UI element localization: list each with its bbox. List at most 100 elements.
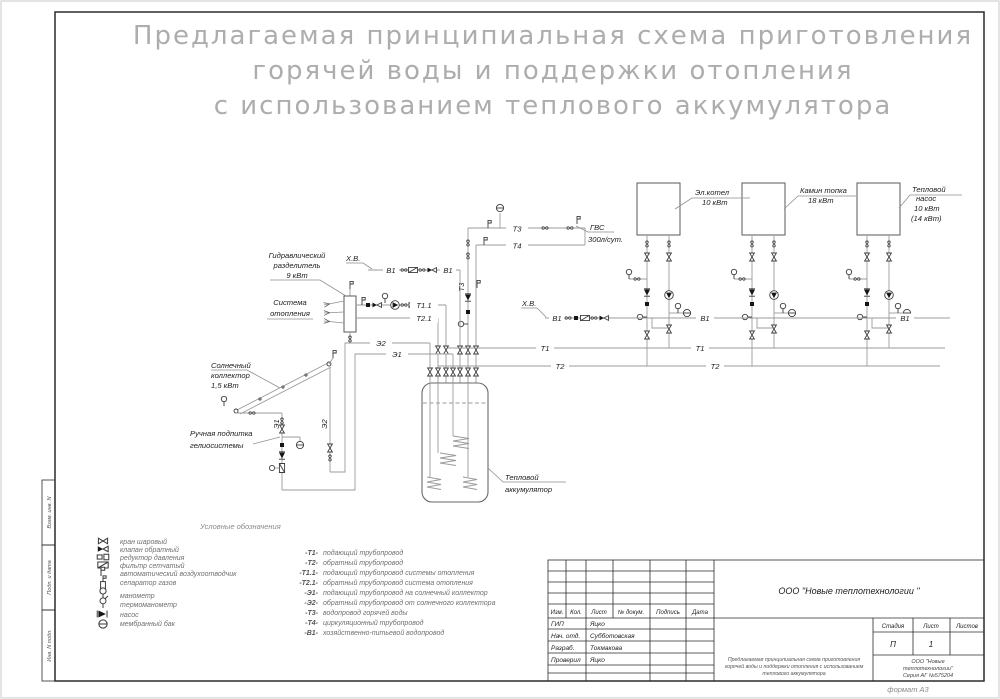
- svg-text:10 кВт: 10 кВт: [702, 198, 728, 207]
- separator-label: Гидравлический разделитель 9 кВт: [269, 251, 347, 297]
- tb-firm-line: ООО "Новые: [911, 659, 944, 665]
- svg-text:-Т1-: -Т1-: [305, 550, 319, 557]
- tb-firm-line: теплотехнологии": [903, 666, 954, 672]
- page-title-line-1: Предлагаемая принципиальная схема пригот…: [133, 21, 973, 51]
- tb-name: Яцко: [589, 657, 605, 664]
- svg-text:300л/сут.: 300л/сут.: [588, 235, 623, 244]
- svg-text:-Т2-: -Т2-: [305, 560, 319, 567]
- solar-loop-pipes: Э2 Э2 Э1 Э1: [236, 338, 456, 491]
- legend-title: Условные обозначения: [199, 522, 281, 531]
- legend-pipe-codes: -Т1-подающий трубопровод -Т2-обратный тр…: [299, 549, 495, 637]
- tb-col-dokum: № докум.: [618, 609, 644, 616]
- side-stamp-cell-1: Взам. инв. N: [47, 496, 53, 528]
- manual-feed-label: Ручная подпитка гелиосистемы: [190, 429, 281, 450]
- legend-item-label: манометр: [120, 593, 155, 600]
- pipe-label-e2: Э2: [376, 339, 386, 348]
- svg-text:Солнечный: Солнечный: [211, 361, 251, 370]
- tb-col-list: Лист: [590, 610, 606, 616]
- legend-item-label: редуктор давления: [119, 554, 185, 562]
- tb-role: ГИП: [551, 621, 564, 628]
- pipe-label-b1: В1: [900, 314, 909, 323]
- pipe-label-t11: Т1.1: [416, 301, 431, 310]
- svg-text:1,5 кВт: 1,5 кВт: [211, 381, 239, 390]
- svg-text:10 кВт: 10 кВт: [914, 204, 940, 213]
- svg-text:-Т4-: -Т4-: [305, 620, 319, 627]
- page-title: Предлагаемая принципиальная схема пригот…: [133, 21, 973, 121]
- tb-col-podpis: Подпись: [656, 610, 680, 616]
- svg-text:-Т3-: -Т3-: [305, 610, 319, 617]
- pipe-label-b1: В1: [386, 266, 395, 275]
- svg-text:подающий трубопровод системы: подающий трубопровод системы отопления: [323, 569, 475, 577]
- svg-text:хозяйственно-питьевой водопров: хозяйственно-питьевой водопровод: [322, 629, 444, 637]
- pipe-label-e1: Э1: [392, 350, 402, 359]
- legend-item-label: клапан обратный: [120, 546, 179, 554]
- electric-boiler-label: Эл.котел 10 кВт: [674, 188, 750, 210]
- tb-desc-line: теплового аккумулятора: [762, 671, 825, 677]
- thermal-accumulator: [421, 382, 489, 503]
- pipe-label-b1: В1: [700, 314, 709, 323]
- svg-text:-Т2.1-: -Т2.1-: [299, 580, 318, 587]
- legend-item-label: термоманометр: [120, 602, 177, 609]
- heat-pump-piping: [846, 183, 910, 366]
- pipe-label-t1: Т1: [696, 344, 705, 353]
- heat-pump-label: Тепловой насос 10 кВт (14 кВт): [898, 185, 962, 223]
- pipe-label-t4: Т4: [513, 242, 522, 251]
- svg-text:ГВС: ГВС: [590, 223, 605, 232]
- svg-text:-Т1.1-: -Т1.1-: [299, 570, 318, 577]
- tb-role: Разраб.: [551, 644, 575, 652]
- thermomanometer-icon: [99, 595, 109, 609]
- heating-mains: Т1 Т1 Т2 Т2: [438, 343, 945, 371]
- pipe-label-t3-vertical: Т3: [457, 282, 466, 292]
- pipe-label-t3: Т3: [513, 225, 523, 234]
- tb-sheet-col: Лист: [922, 624, 938, 630]
- tb-role: Нач. отд.: [551, 632, 580, 640]
- page-title-line-3: с использованием теплового аккумулятора: [214, 91, 893, 121]
- page-title-line-2: горячей воды и поддержки отопления: [252, 56, 853, 86]
- pipe-label-t21: Т2.1: [416, 314, 431, 323]
- svg-text:циркуляционный трубопровод: циркуляционный трубопровод: [323, 619, 424, 627]
- svg-text:водопровод горячей воды: водопровод горячей воды: [323, 609, 408, 617]
- svg-text:коллектор: коллектор: [211, 371, 250, 380]
- legend-item-label: мембранный бак: [120, 620, 176, 628]
- pipe-label-e2-vertical: Э2: [320, 418, 329, 428]
- svg-text:Тепловой: Тепловой: [505, 473, 539, 482]
- pipe-label-t2: Т2: [556, 362, 566, 371]
- fireplace-label: Камин топка 18 кВт: [783, 186, 856, 210]
- svg-text:разделитель: разделитель: [273, 261, 321, 270]
- tb-sheets-col: Листов: [955, 624, 978, 630]
- manometer-icon: [99, 587, 107, 600]
- pipe-label-t2: Т2: [711, 362, 721, 371]
- tb-col-kol: Кол.: [570, 610, 582, 616]
- svg-text:аккумулятор: аккумулятор: [505, 485, 552, 494]
- svg-text:18 кВт: 18 кВт: [808, 196, 834, 205]
- solar-label: Солнечный коллектор 1,5 кВт: [211, 361, 281, 390]
- tb-stage-col: Стадия: [882, 624, 905, 630]
- air-vent-icon: [100, 566, 106, 577]
- svg-text:подающий трубопровод на солнеч: подающий трубопровод на солнечный коллек…: [323, 589, 488, 597]
- membrane-tank-icon: [98, 619, 108, 629]
- hydraulic-separator: Т1.1 Т2.1: [343, 280, 449, 383]
- ball-valve-icon: [97, 537, 109, 545]
- svg-text:Тепловой: Тепловой: [912, 185, 946, 194]
- fireplace-piping: [731, 183, 795, 366]
- water-main-b1: Х.В. В1 В1 В1: [521, 299, 950, 323]
- tank-label: Тепловой аккумулятор: [487, 467, 566, 494]
- legend-item-label: насос: [120, 612, 139, 619]
- schematic: Эл.котел 10 кВт Камин топка 18 кВт Тепло…: [190, 183, 962, 503]
- legend: Условные обозначения кран шаровый клапан…: [96, 522, 496, 637]
- side-stamp-cell-3: Инв. N подл.: [47, 629, 53, 661]
- electric-boiler-piping: [626, 183, 690, 366]
- format-label: формат А3: [887, 685, 929, 694]
- svg-text:подающий трубопровод: подающий трубопровод: [323, 549, 403, 557]
- svg-text:Гидравлический: Гидравлический: [269, 251, 327, 260]
- side-stamp: Взам. инв. N Подп. и дата Инв. N подл.: [41, 479, 56, 682]
- tb-stage-value: П: [890, 640, 896, 649]
- pipe-label-t1: Т1: [541, 344, 550, 353]
- svg-text:(14 кВт): (14 кВт): [911, 214, 942, 223]
- svg-text:гелиосистемы: гелиосистемы: [190, 441, 244, 450]
- legend-item-label: автоматический воздухоотводчик: [120, 570, 237, 578]
- svg-text:Система: Система: [273, 298, 306, 307]
- tb-name: Субботовская: [590, 632, 635, 640]
